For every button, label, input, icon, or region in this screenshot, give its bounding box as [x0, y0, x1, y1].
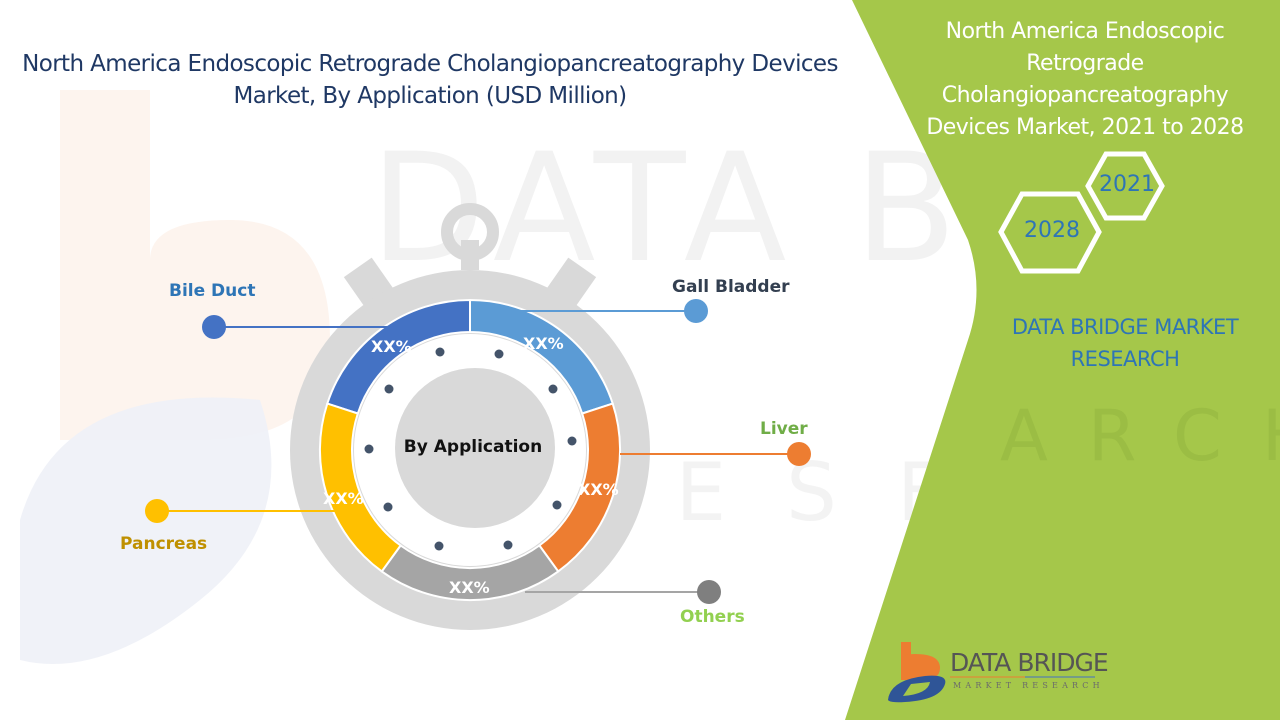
liver-marker-icon — [787, 442, 811, 466]
side-title-line: Retrograde — [1026, 51, 1144, 76]
brand-line: RESEARCH — [1070, 347, 1180, 371]
gall-bladder-value: XX% — [523, 334, 564, 353]
chart-title-line-2: Market, By Application (USD Million) — [233, 83, 627, 109]
center-label: By Application — [403, 437, 543, 457]
pancreas-label: Pancreas — [120, 534, 208, 554]
year-2028-label: 2028 — [1024, 218, 1080, 243]
gall-bladder-marker-icon — [684, 299, 708, 323]
liver-value: XX% — [578, 480, 619, 499]
segment-pancreas — [318, 402, 402, 573]
hexagon-2021-icon — [1085, 151, 1165, 221]
pancreas-value: XX% — [323, 489, 364, 508]
gall-bladder-label: Gall Bladder — [672, 277, 790, 297]
donut-segments — [318, 298, 622, 601]
others-marker-icon — [697, 580, 721, 604]
side-panel-title: North America Endoscopic Retrograde Chol… — [905, 16, 1265, 144]
chart-title: North America Endoscopic Retrograde Chol… — [10, 48, 850, 112]
pancreas-marker-icon — [145, 499, 169, 523]
bile-duct-marker-icon — [202, 315, 226, 339]
bile-duct-label: Bile Duct — [169, 281, 256, 301]
others-label: Others — [680, 607, 745, 627]
chart-title-line-1: North America Endoscopic Retrograde Chol… — [22, 51, 838, 77]
logo-tagline: MARKET RESEARCH — [953, 681, 1104, 690]
brand-text: DATA BRIDGE MARKET RESEARCH — [985, 311, 1265, 375]
svg-text:ARCH: ARCH — [1000, 395, 1280, 477]
dial-dots-icon — [364, 347, 577, 551]
side-title-line: Devices Market, 2021 to 2028 — [926, 115, 1244, 140]
year-2021-label: 2021 — [1099, 172, 1155, 197]
hexagon-2028-icon — [998, 191, 1102, 274]
bile-duct-value: XX% — [371, 337, 412, 356]
side-title-line: North America Endoscopic — [945, 19, 1225, 44]
others-value: XX% — [449, 578, 490, 597]
side-title-line: Cholangiopancreatography — [941, 83, 1229, 108]
liver-label: Liver — [760, 419, 808, 439]
brand-line: DATA BRIDGE MARKET — [1011, 315, 1239, 339]
logo-name: DATA BRIDGE — [950, 648, 1109, 677]
